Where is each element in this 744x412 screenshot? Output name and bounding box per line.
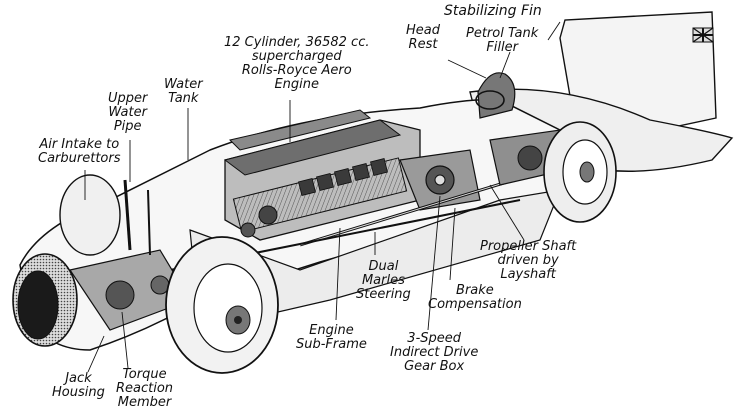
- steering-wheel: [475, 90, 505, 110]
- label-stabilizing-fin: Stabilizing Fin: [444, 3, 542, 19]
- engine-block: [223, 109, 421, 241]
- label-engine: 12 Cylinder, 36582 cc. supercharged Roll…: [224, 35, 370, 92]
- label-torque-reaction-member: Torque Reaction Member: [116, 367, 174, 410]
- front-wheel-near: [165, 236, 279, 374]
- front-suspension: [69, 179, 191, 331]
- label-head-rest: Head Rest: [406, 23, 440, 52]
- cockpit: [477, 72, 516, 119]
- label-water-tank: Water Tank: [164, 77, 203, 106]
- label-upper-water-pipe: Upper Water Pipe: [108, 91, 148, 134]
- label-gear-box: 3-Speed Indirect Drive Gear Box: [390, 331, 479, 374]
- front-wheel-far: [59, 174, 121, 256]
- union-jack-flag: [692, 27, 714, 43]
- label-petrol-tank-filler: Petrol Tank Filler: [466, 26, 539, 55]
- label-propeller-shaft: Propeller Shaft driven by Layshaft: [480, 239, 577, 282]
- radiator-nose: [12, 253, 78, 347]
- rear-wheel: [543, 121, 617, 223]
- label-air-intake: Air Intake to Carburettors: [38, 137, 121, 166]
- label-brake-compensation: Brake Compensation: [428, 283, 522, 312]
- leader-lines: [84, 21, 561, 373]
- label-jack-housing: Jack Housing: [52, 371, 105, 400]
- label-engine-sub-frame: Engine Sub-Frame: [296, 323, 367, 352]
- label-dual-marles-steering: Dual Marles Steering: [356, 259, 411, 302]
